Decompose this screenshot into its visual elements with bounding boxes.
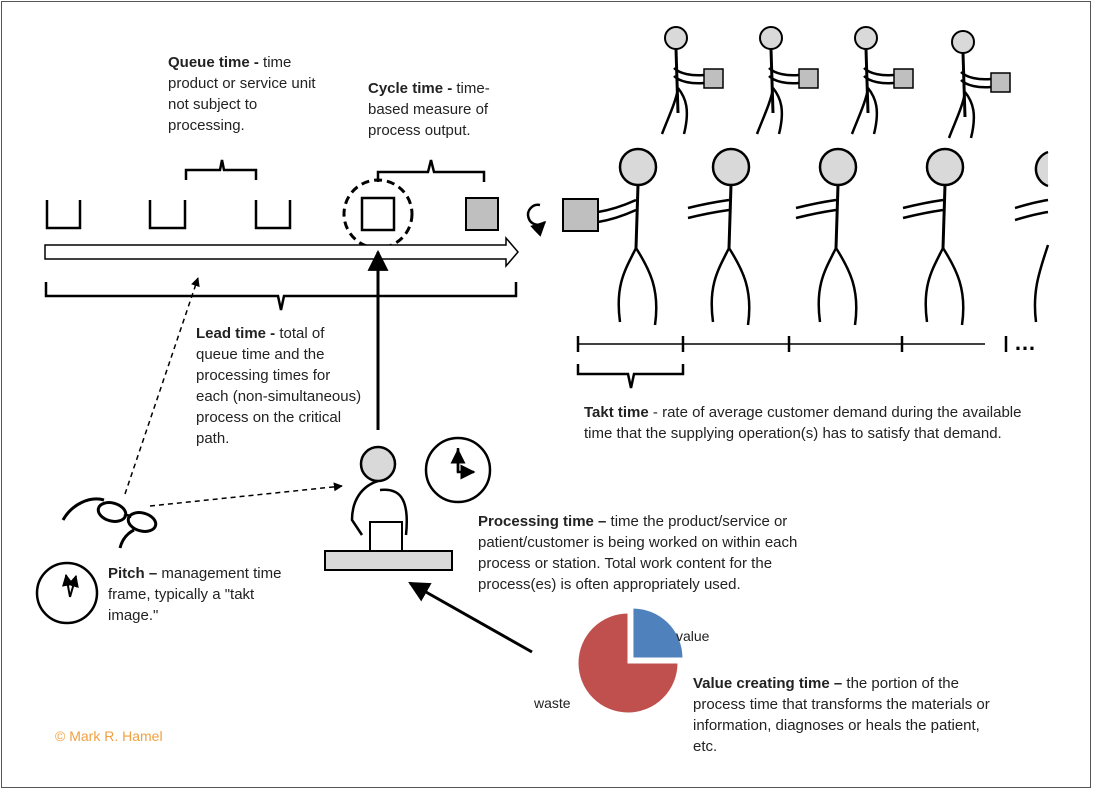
- cycle-time-brace: [376, 159, 486, 182]
- pitch-text: Pitch – management time frame, typically…: [108, 565, 282, 624]
- glasses-icon: [61, 497, 158, 549]
- pitch-to-process-arrow: [149, 482, 343, 507]
- rotate-icon: [526, 203, 547, 237]
- customer-big-1: [597, 147, 658, 326]
- customer-box: [562, 198, 599, 232]
- customer-big-3: [795, 147, 858, 326]
- takt-time-text: Takt time - rate of average customer dem…: [584, 404, 1022, 442]
- pie-slice-waste: [577, 612, 679, 714]
- cycle-box: [360, 196, 396, 232]
- pie-label-value: value: [676, 628, 710, 644]
- process-step-1: [45, 200, 82, 230]
- pitch-to-lead-arrow: [124, 277, 200, 495]
- cycle-time-text: Cycle time - time-based measure of proce…: [368, 80, 490, 139]
- customer-big-5-partial: [1014, 150, 1050, 323]
- customer-small-2: [755, 25, 820, 136]
- pie-label-waste: waste: [534, 695, 571, 711]
- processing-time-text: Processing time – time the product/servi…: [478, 513, 798, 593]
- pie-slice-value: [632, 607, 684, 659]
- takt-ellipsis: …: [1014, 330, 1036, 355]
- copyright: © Mark R. Hamel: [55, 728, 163, 744]
- flow-arrow: [44, 235, 519, 269]
- value-waste-pie: [577, 607, 684, 714]
- value-creating-time-text: Value creating time – the portion of the…: [693, 675, 990, 755]
- customer-small-1: [660, 25, 725, 136]
- queue-time-text: Queue time - time product or service uni…: [168, 54, 316, 134]
- customer-big-4: [902, 147, 965, 326]
- worker-desk: [324, 550, 453, 571]
- worker-figure: [324, 445, 453, 571]
- value-to-process-arrow: [408, 581, 533, 654]
- customer-small-3: [850, 25, 915, 136]
- lead-time-brace: [44, 282, 518, 311]
- takt-time-brace: [576, 364, 685, 389]
- customer-small-4: [947, 29, 1012, 140]
- clock-icon: [424, 436, 492, 504]
- finished-box: [465, 197, 499, 231]
- customer-big-2: [687, 147, 751, 326]
- pitch-clock-icon: [35, 561, 99, 625]
- process-step-2: [148, 200, 187, 230]
- queue-time-brace: [184, 159, 258, 180]
- process-step-3: [254, 200, 292, 230]
- lead-time-text: Lead time - total of queue time and the …: [196, 325, 362, 447]
